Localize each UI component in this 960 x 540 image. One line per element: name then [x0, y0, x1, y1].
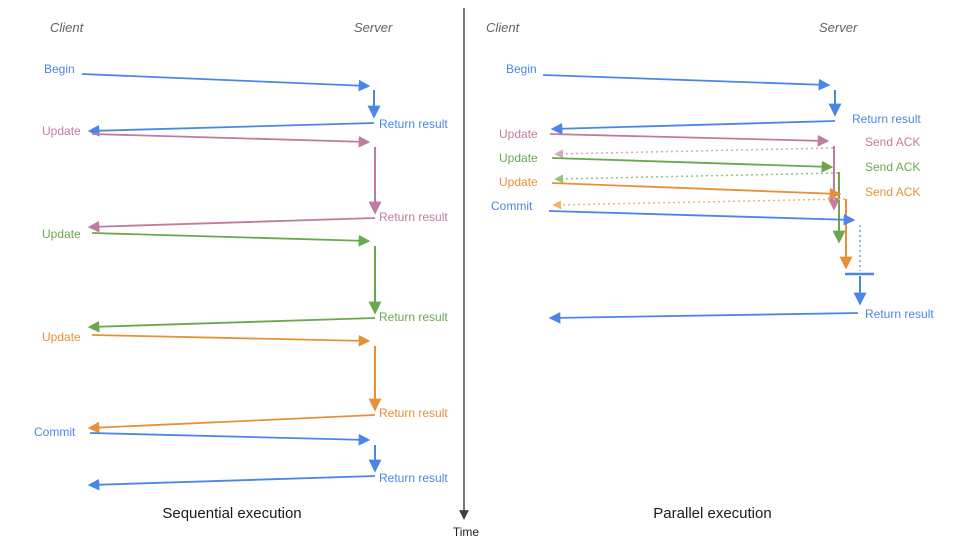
par-commit-return-arrow — [548, 311, 859, 324]
par-begin-label: Begin — [506, 62, 537, 76]
seq-update3-return-label: Return result — [379, 406, 448, 420]
seq-client-label: Client — [50, 20, 84, 35]
seq-begin-request-arrow — [81, 73, 371, 92]
seq-update2-label: Update — [42, 227, 81, 241]
par-update3-request-arrow — [551, 182, 842, 200]
par-update2-ack-arrow — [554, 172, 839, 184]
seq-begin-label: Begin — [44, 62, 75, 76]
seq-update3-label: Update — [42, 330, 81, 344]
seq-begin-return-label: Return result — [379, 117, 448, 131]
par-update2-label: Update — [499, 151, 538, 165]
seq-commit-return-label: Return result — [379, 471, 448, 485]
seq-server-label: Server — [354, 20, 393, 35]
parallel-panel-arrows — [542, 74, 874, 324]
par-client-label: Client — [486, 20, 520, 35]
par-begin-return-label: Return result — [852, 112, 921, 126]
sequential-panel-arrows — [81, 73, 382, 491]
par-update3-label: Update — [499, 175, 538, 189]
seq-update1-return-label: Return result — [379, 210, 448, 224]
sequential-caption: Sequential execution — [162, 505, 302, 522]
par-update3-ack-label: Send ACK — [865, 185, 921, 199]
time-axis-label: Time — [452, 525, 480, 539]
seq-update2-return-arrow — [87, 317, 376, 333]
seq-update3-return-arrow — [87, 414, 376, 434]
par-update1-request-arrow — [549, 133, 830, 147]
seq-update1-request-arrow — [91, 133, 371, 148]
seq-commit-return-arrow — [87, 475, 376, 491]
par-server-label: Server — [819, 20, 858, 35]
seq-update1-return-arrow — [87, 217, 376, 233]
par-update1-ack-label: Send ACK — [865, 135, 921, 149]
par-update1-label: Update — [499, 127, 538, 141]
par-commit-return-label: Return result — [865, 307, 934, 321]
par-begin-request-arrow — [542, 74, 831, 91]
seq-begin-return-arrow — [87, 122, 375, 137]
seq-commit-request-arrow — [89, 432, 371, 446]
parallel-caption: Parallel execution — [653, 505, 772, 522]
par-update3-ack-arrow — [552, 198, 846, 210]
seq-update1-label: Update — [42, 124, 81, 138]
par-update2-ack-label: Send ACK — [865, 160, 921, 174]
seq-update2-request-arrow — [91, 232, 371, 247]
par-commit-request-arrow — [548, 210, 856, 226]
seq-commit-label: Commit — [34, 425, 76, 439]
par-commit-label: Commit — [491, 199, 533, 213]
seq-update3-request-arrow — [91, 334, 371, 347]
seq-update2-return-label: Return result — [379, 310, 448, 324]
par-begin-return-arrow — [550, 120, 836, 135]
par-update1-ack-arrow — [554, 147, 834, 159]
par-update2-request-arrow — [551, 157, 834, 173]
